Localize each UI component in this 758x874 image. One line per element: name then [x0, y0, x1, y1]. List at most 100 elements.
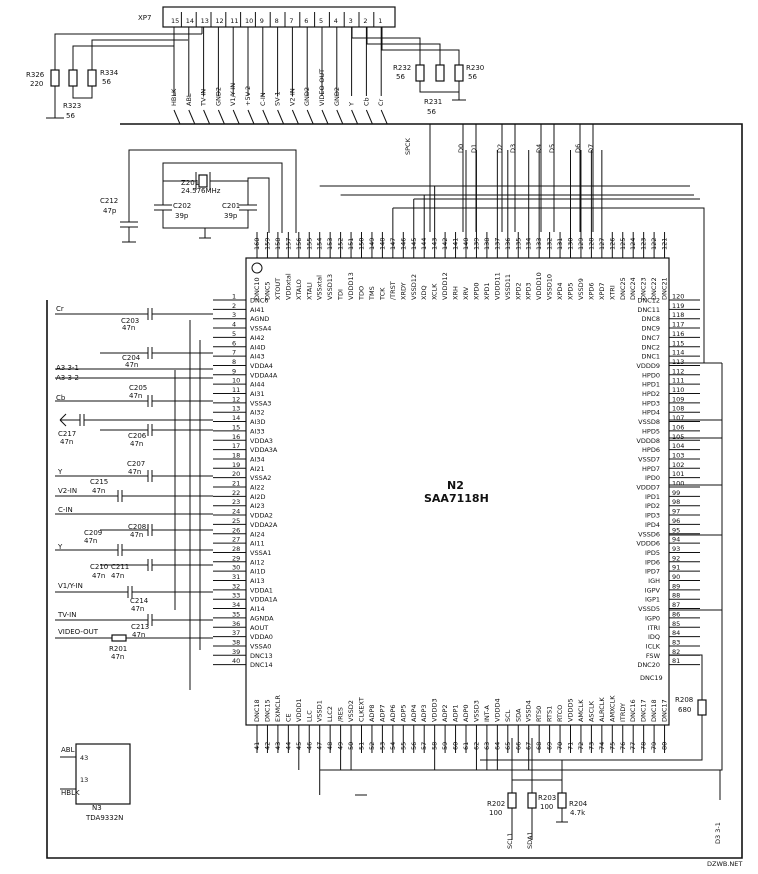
pin-38-name: VSSA0	[250, 642, 271, 650]
bus-label-d4: D4	[535, 144, 543, 153]
pin-33-name: VDDA1A	[250, 596, 278, 604]
pin-45-name: VDDD1	[295, 698, 303, 722]
pin-71-number: 71	[567, 742, 575, 750]
pin-7-number: 7	[232, 349, 236, 357]
pin-158-number: 158	[274, 238, 282, 250]
pin-114-number: 114	[672, 349, 684, 357]
pin-93-number: 93	[672, 545, 680, 553]
xp7-ref: XP7	[138, 14, 151, 22]
c204-ref: C204	[122, 354, 141, 362]
pin-52-number: 52	[368, 742, 376, 750]
pin-58-number: 58	[431, 742, 439, 750]
pin-32-number: 32	[232, 582, 240, 590]
pin-4-name: VSSA4	[250, 325, 271, 333]
c202-ref: C202	[173, 202, 191, 210]
r208-ref: R208	[675, 696, 693, 704]
pin-73-name: ASCLK	[587, 700, 595, 722]
pin-62-number: 62	[472, 742, 480, 750]
pin-96-number: 96	[672, 517, 680, 525]
r326-value: 220	[30, 80, 43, 88]
pin-118-name: DNC8	[641, 315, 660, 323]
pin-102-number: 102	[672, 461, 684, 469]
c215-ref: C215	[90, 478, 108, 486]
pin-122-name: DNC22	[650, 277, 658, 300]
pin-3-number: 3	[232, 311, 236, 319]
r230-value: 56	[468, 73, 477, 81]
pin-22-name: AI2D	[250, 493, 266, 501]
xp7-pin-14: 14	[186, 17, 194, 25]
pin-24-number: 24	[232, 508, 240, 516]
xp7-pin-8: 8	[275, 17, 279, 25]
xp7-label-10: +5V-2	[244, 86, 252, 106]
pin-153-number: 153	[326, 238, 334, 250]
pin-101-name: IPD0	[645, 474, 660, 482]
z201-freq: 24.576MHz	[181, 187, 221, 195]
pin-55-name: ADP5	[399, 704, 407, 722]
pin-126-name: XTRI	[608, 285, 616, 300]
bus-label-d7: D7	[587, 144, 595, 153]
pin-5-number: 5	[232, 330, 236, 338]
pin-12-number: 12	[232, 395, 240, 403]
c207-ref: C207	[127, 460, 145, 468]
r230-ref: R230	[466, 64, 484, 72]
pin-68-name: RTS0	[535, 706, 543, 722]
pin-159-number: 159	[263, 238, 271, 250]
pin-40-name: DNC14	[250, 661, 273, 669]
pin-130-number: 130	[567, 238, 575, 250]
pin-160-number: 160	[253, 238, 261, 250]
net-a3-1: A3 3-1	[56, 364, 79, 372]
pin-94-name: VDDD6	[636, 540, 660, 548]
chip-ref: N2	[447, 479, 464, 492]
pin-81-number: 81	[672, 657, 680, 665]
pin-87-number: 87	[672, 601, 680, 609]
pin-150-number: 150	[358, 238, 366, 250]
net-cb: Cb	[56, 394, 66, 402]
pin-155-name: XTALI	[305, 282, 313, 300]
r202-value: 100	[489, 809, 502, 817]
r231-value: 56	[427, 108, 436, 116]
pin-2-number: 2	[232, 302, 236, 310]
pin-22-number: 22	[232, 489, 240, 497]
r232-ref: R232	[393, 64, 411, 72]
pin-114-name: DNC1	[641, 353, 660, 361]
pin-99-number: 99	[672, 489, 680, 497]
pin-112-name: HPD0	[642, 371, 660, 379]
pin-134-name: XPD3	[525, 282, 533, 300]
pin-80-name: DNC17	[661, 699, 669, 722]
pin-157-number: 157	[284, 238, 292, 250]
c201-value: 39p	[224, 212, 238, 220]
pin-37-number: 37	[232, 629, 240, 637]
pin-44-name: CE	[284, 713, 292, 722]
pin-129-number: 129	[577, 238, 585, 250]
pin-75-name: AMXCLK	[608, 695, 616, 722]
pin-86-name: IGP0	[645, 614, 660, 622]
pin-63-name: INT-A	[483, 705, 491, 722]
pin-116-name: DNC7	[641, 334, 660, 342]
r202-ref: R202	[487, 800, 505, 808]
pin-82-name: FSW	[646, 652, 661, 660]
pin-143-name: XCLK	[431, 283, 439, 300]
pin-142-name: VDDD12	[441, 272, 449, 300]
bus-label-d5: D5	[548, 144, 556, 153]
n3-ref: N3	[92, 804, 102, 812]
pin-97-name: IPD3	[645, 512, 660, 520]
c203-ref: C203	[121, 317, 139, 325]
xp7-pin-1: 1	[378, 17, 382, 25]
pin-105-number: 105	[672, 433, 684, 441]
net-d3: D3 3-1	[714, 822, 722, 844]
pin-105-name: VDDD8	[636, 437, 660, 445]
pin-104-name: HPD6	[642, 446, 660, 454]
pin-157-name: VDDxtal	[284, 273, 292, 300]
r204-value: 4.7k	[570, 809, 586, 817]
xp7-label-14: ABL	[185, 93, 193, 106]
xp7-label-13: TV-IN	[200, 89, 208, 107]
pin-28-name: VSSA1	[250, 549, 271, 557]
right-side: R208 680	[320, 362, 723, 771]
pin-141-number: 141	[452, 238, 460, 250]
pin-6-number: 6	[232, 339, 236, 347]
pin-4-number: 4	[232, 321, 236, 329]
pin-137-name: VDDD11	[493, 272, 501, 300]
